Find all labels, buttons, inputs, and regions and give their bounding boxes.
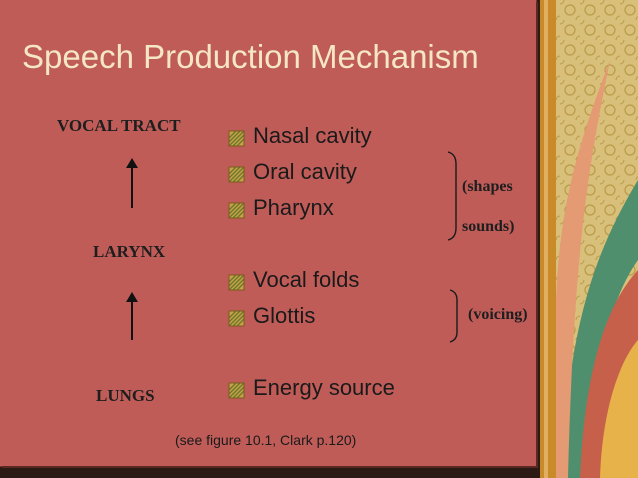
bullet-item: Vocal folds [228,267,359,293]
bullet-icon [228,307,245,327]
brace-icon [449,289,458,343]
content-panel: Speech Production Mechanism VOCAL TRACT … [0,0,536,466]
bullet-text: Oral cavity [253,159,357,184]
bullet-item: Nasal cavity [228,123,372,149]
bullet-text: Vocal folds [253,267,360,292]
bullet-text: Energy source [253,375,395,400]
bullet-item: Pharynx [228,195,334,221]
bullet-text: Nasal cavity [253,123,372,148]
vocal-tract-label: VOCAL TRACT [57,116,181,135]
up-arrow-icon [126,292,138,340]
brace-icon [447,151,457,241]
bullet-icon [228,199,245,219]
bullet-item: Oral cavity [228,159,357,185]
slide-title: Speech Production Mechanism [22,38,479,75]
bullet-icon [228,163,245,183]
bullet-text: Pharynx [253,195,334,220]
bullet-icon [228,127,245,147]
bullet-item: Energy source [228,375,395,401]
shapes-annotation: (shapes [462,178,513,195]
larynx-label: LARYNX [93,242,166,261]
bullet-icon [228,271,245,291]
bullet-text: Glottis [253,303,316,328]
lungs-label: LUNGS [96,386,155,405]
voicing-annotation: (voicing) [468,306,528,323]
decorative-border [540,0,638,478]
bullet-icon [228,379,245,399]
sounds-annotation: sounds) [462,218,515,235]
up-arrow-icon [126,158,138,208]
bullet-item: Glottis [228,303,315,329]
citation: (see figure 10.1, Clark p.120) [175,432,357,448]
